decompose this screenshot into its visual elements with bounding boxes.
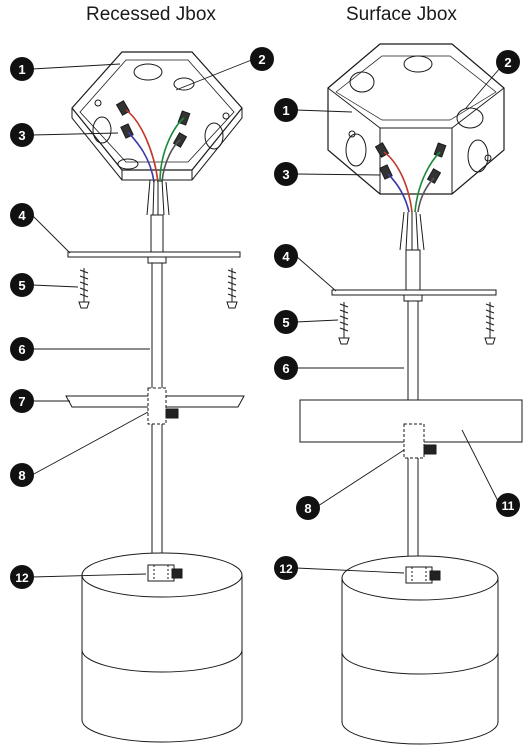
callout-number: 6 (18, 342, 25, 357)
surface-pendant-shade (341, 555, 499, 745)
surface-wire-nuts (374, 142, 447, 184)
callout-number: 4 (282, 249, 290, 264)
callout-number: 8 (18, 468, 25, 483)
recessed-pendant-shade (81, 552, 243, 743)
callout-number: 7 (18, 394, 25, 409)
surface-screws (338, 302, 496, 345)
callout-number: 6 (282, 361, 289, 376)
recessed-collar (147, 387, 179, 425)
callout-badge: 1 (10, 57, 34, 81)
surface-cable (399, 211, 425, 291)
surface-callouts: 1 2 3 4 5 6 8 11 12 (274, 50, 520, 580)
surface-junction-box (327, 43, 505, 213)
callout-badge: 5 (274, 310, 298, 334)
recessed-callouts: 1 2 3 4 5 6 7 8 12 (10, 47, 274, 589)
callout-badge: 2 (496, 50, 520, 74)
callout-badge: 4 (274, 244, 298, 268)
callout-number: 2 (504, 55, 511, 70)
recessed-jbox-title: Recessed Jbox (86, 4, 216, 25)
recessed-cable (146, 179, 170, 256)
callout-number: 12 (279, 562, 293, 576)
callout-badge: 1 (274, 98, 298, 122)
callout-number: 5 (18, 278, 25, 293)
callout-badge: 5 (10, 273, 34, 297)
callout-number: 11 (502, 499, 515, 513)
callout-number: 1 (282, 103, 289, 118)
callout-number: 4 (18, 208, 26, 223)
callout-badge: 3 (10, 123, 34, 147)
callout-number: 12 (15, 571, 29, 585)
callout-number: 5 (282, 315, 289, 330)
callout-number: 3 (282, 167, 289, 182)
callout-number: 8 (304, 501, 311, 516)
callout-number: 3 (18, 128, 25, 143)
surface-mounting-plate (331, 289, 497, 302)
surface-leader-lines (295, 67, 501, 574)
callout-badge: 7 (10, 389, 34, 413)
surface-jbox-title: Surface Jbox (346, 4, 457, 25)
callout-badge: 12 (10, 565, 34, 589)
callout-badge: 8 (296, 496, 320, 520)
callout-badge: 11 (496, 493, 520, 517)
surface-assembly (295, 43, 523, 745)
recessed-screws (78, 268, 238, 309)
callout-badge: 4 (10, 203, 34, 227)
callout-number: 2 (258, 52, 265, 67)
recessed-mounting-plate (67, 251, 241, 264)
recessed-leader-lines (31, 58, 255, 578)
callout-badge: 12 (274, 556, 298, 580)
recessed-assembly (31, 51, 255, 743)
recessed-wires (125, 109, 185, 183)
recessed-junction-box (71, 51, 243, 183)
callout-badge: 2 (250, 47, 274, 71)
callout-badge: 3 (274, 162, 298, 186)
surface-collar (403, 423, 437, 459)
callout-badge: 6 (274, 356, 298, 380)
callout-badge: 6 (10, 337, 34, 361)
surface-wires (383, 151, 441, 213)
callout-badge: 8 (10, 463, 34, 487)
callout-number: 1 (18, 62, 25, 77)
